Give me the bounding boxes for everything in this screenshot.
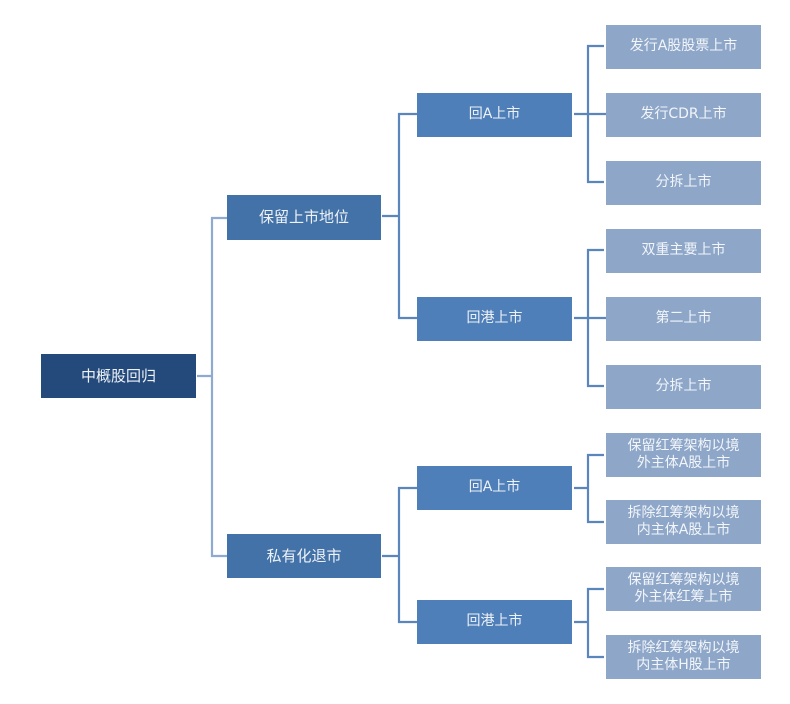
leaf-node: 双重主要上市 [606,229,761,273]
leaf-label: 拆除红筹架构以境 内主体H股上市 [627,640,740,673]
sub-branch-label: 回港上市 [466,310,523,327]
sub-branch-label: 回港上市 [466,613,523,630]
connector-hk-bottom [574,587,604,659]
leaf-node: 拆除红筹架构以境 内主体H股上市 [606,635,761,679]
sub-branch-label: 回A上市 [468,479,521,496]
leaf-label: 分拆上市 [655,378,712,395]
branch-privatization: 私有化退市 [227,534,381,578]
root-label: 中概股回归 [80,366,156,385]
connector-private [382,486,417,624]
leaf-label: 发行CDR上市 [640,106,727,123]
branch-label: 私有化退市 [266,546,342,565]
connector-hk-top [574,248,606,388]
sub-branch-return-hk: 回港上市 [417,600,572,644]
leaf-label: 双重主要上市 [641,242,726,259]
leaf-node: 分拆上市 [606,161,761,205]
sub-branch-label: 回A上市 [468,106,521,123]
leaf-label: 保留红筹架构以境 外主体红筹上市 [627,572,740,605]
sub-branch-return-hk: 回港上市 [417,297,572,341]
connector-a-top [574,44,606,184]
sub-branch-return-a: 回A上市 [417,466,572,510]
connector-a-bottom [574,453,604,524]
leaf-node: 保留红筹架构以境 外主体红筹上市 [606,567,761,611]
leaf-node: 发行CDR上市 [606,93,761,137]
sub-branch-return-a: 回A上市 [417,93,572,137]
connector-root [197,216,233,558]
leaf-node: 保留红筹架构以境 外主体A股上市 [606,433,761,477]
branch-label: 保留上市地位 [258,208,349,227]
leaf-label: 分拆上市 [655,174,712,191]
connector-retain [382,112,417,320]
root-node: 中概股回归 [41,354,196,398]
branch-retain-listing: 保留上市地位 [227,195,381,240]
leaf-label: 第二上市 [655,310,712,327]
leaf-label: 保留红筹架构以境 外主体A股上市 [627,438,740,471]
leaf-node: 分拆上市 [606,365,761,409]
leaf-label: 发行A股股票上市 [629,38,738,55]
leaf-node: 发行A股股票上市 [606,25,761,69]
leaf-node: 拆除红筹架构以境 内主体A股上市 [606,500,761,544]
leaf-label: 拆除红筹架构以境 内主体A股上市 [627,505,740,538]
leaf-node: 第二上市 [606,297,761,341]
